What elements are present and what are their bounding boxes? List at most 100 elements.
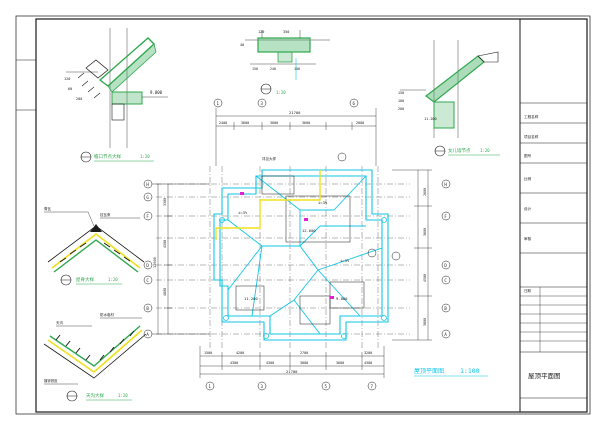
- detail1-scale: 1:20: [140, 154, 150, 159]
- tb-row-5: 审核: [524, 236, 532, 241]
- svg-text:檐口节点大样: 檐口节点大样: [94, 153, 121, 160]
- svg-text:150: 150: [398, 91, 404, 95]
- axis-bottom-0: 1: [209, 384, 212, 389]
- svg-text:350: 350: [283, 30, 289, 34]
- dim-right-seg-1: 3600: [423, 228, 427, 236]
- title-block: 工程名称 项目名称 图号 比例 设计 审核 日期 屋顶平面图: [519, 18, 588, 413]
- main-scale-label: 1:100: [460, 367, 480, 375]
- dim-bottom-sub-1: 4200: [236, 351, 244, 355]
- elev-label-0: 12.600: [302, 228, 316, 233]
- axis-left-6: B: [146, 306, 149, 311]
- svg-text:40: 40: [240, 43, 244, 47]
- svg-text:女儿墙节点: 女儿墙节点: [448, 147, 471, 154]
- detail5-scale: 1:20: [118, 393, 128, 398]
- dim-bottom-sub-3: 3200: [364, 351, 372, 355]
- axis-bottom-2: 3: [261, 384, 264, 389]
- gutter-line: [215, 170, 321, 240]
- svg-text:240: 240: [270, 67, 276, 71]
- svg-text:60: 60: [68, 87, 72, 91]
- detail3-scale: 1:20: [480, 148, 490, 153]
- svg-text:挂瓦条: 挂瓦条: [100, 212, 111, 217]
- tb-row-4: 设计: [524, 206, 532, 211]
- dim-top-seg-3: 3600: [302, 121, 310, 125]
- dim-left-seg-0: 3300: [163, 198, 167, 206]
- axis-right-5: C: [444, 278, 447, 283]
- dim-top-seg-2: 3000: [270, 121, 278, 125]
- tb-row-2: 图号: [524, 153, 532, 158]
- dim-right-seg-2: 4500: [423, 274, 427, 282]
- axis-right-6: B: [444, 306, 447, 311]
- detail2-scale: 1:20: [276, 90, 286, 95]
- dim-left-seg-2: 4800: [163, 288, 167, 296]
- axis-left-4: D: [146, 263, 149, 268]
- axis-bottom-4: 5: [325, 384, 328, 389]
- svg-text:防水卷材: 防水卷材: [100, 312, 114, 317]
- tb-row-0: 工程名称: [524, 114, 539, 119]
- tb-row-6: 日期: [524, 288, 531, 293]
- axis-left-7: A: [146, 332, 149, 337]
- outer-frame: [15, 15, 591, 415]
- svg-text:100: 100: [398, 99, 404, 103]
- axis-top-5: 6: [353, 101, 356, 106]
- axis-left-2: F: [146, 214, 149, 219]
- svg-text:11.200: 11.200: [424, 117, 437, 121]
- dim-bottom-seg-3: 3600: [336, 361, 344, 365]
- axis-left-0: H: [146, 182, 149, 187]
- roof-plan: i=3% i=3% i=3% 12.600 11.200 9.800 详见大样 …: [143, 98, 488, 391]
- axis-left-1: G: [146, 195, 149, 200]
- axis-right-4: D: [444, 263, 447, 268]
- elev-label-2: 9.800: [336, 296, 348, 301]
- tb-row-3: 比例: [524, 176, 532, 181]
- svg-text:脊瓦: 脊瓦: [44, 206, 51, 211]
- axis-right-2: F: [444, 214, 447, 219]
- dim-left-total: 12600: [153, 257, 157, 268]
- dim-top-seg-1: 3600: [241, 121, 249, 125]
- detail4-scale: 1:20: [108, 277, 118, 282]
- detail-eave-1: 120 60 200 9.800 檐口节点大样 1:20: [64, 28, 168, 163]
- dim-bottom-seg-4: 4300: [364, 361, 372, 365]
- svg-text:100: 100: [294, 67, 300, 71]
- svg-text:天沟: 天沟: [56, 320, 63, 325]
- detail-valley: 天沟 防水卷材 镀锌铁皮 天沟大样 1:20: [43, 312, 147, 402]
- dim-top-seg-0: 2400: [219, 121, 227, 125]
- svg-text:详见大样: 详见大样: [262, 156, 276, 161]
- dim-left-seg-1: 4500: [163, 240, 167, 248]
- axis-left-5: C: [146, 278, 149, 283]
- svg-text:200: 200: [398, 107, 404, 111]
- dim-right-seg-3: 3800: [423, 318, 427, 326]
- axis-right-0: H: [444, 182, 447, 187]
- slope-label-0: i=3%: [238, 210, 248, 215]
- slope-label-1: i=3%: [318, 200, 328, 205]
- svg-text:200: 200: [76, 97, 82, 101]
- elev-label-1: 11.200: [244, 296, 258, 301]
- drawing-title: 屋顶平面图: [528, 372, 561, 380]
- dim-bottom-sub-2: 2700: [300, 351, 308, 355]
- svg-text:镀锌铁皮: 镀锌铁皮: [44, 378, 58, 383]
- svg-text:屋脊大样: 屋脊大样: [76, 276, 94, 283]
- svg-text:120: 120: [64, 77, 70, 81]
- axis-top-2: 3: [261, 101, 264, 106]
- svg-text:屋顶平面图: 屋顶平面图: [414, 368, 444, 375]
- dim-right-seg-0: 2600: [423, 188, 427, 196]
- axis-right-7: A: [444, 332, 447, 337]
- dim-bottom-seg-1: 4300: [266, 361, 274, 365]
- dim-bottom-seg-2: 3000: [300, 361, 308, 365]
- dim-top-total: 21700: [289, 110, 301, 115]
- dim-top-seg-4: 2800: [356, 121, 364, 125]
- svg-text:150: 150: [252, 67, 258, 71]
- axis-bottom-6: 7: [371, 384, 374, 389]
- svg-text:120: 120: [258, 30, 264, 34]
- slope-label-2: i=3%: [340, 258, 350, 263]
- svg-text:天沟大样: 天沟大样: [86, 392, 104, 399]
- detail-gutter: 120 350 150 240 100 40 1:20: [240, 30, 330, 95]
- svg-text:9.800: 9.800: [150, 90, 163, 95]
- dim-bottom-seg-0: 4300: [230, 361, 238, 365]
- detail-ridge: 脊瓦 挂瓦条 屋脊大样 1:20: [44, 206, 145, 286]
- axis-top-0: 1: [217, 101, 220, 106]
- detail-parapet: 150 100 200 11.200 女儿墙节点 1:20: [398, 40, 500, 157]
- dim-bottom-total: 21700: [286, 369, 298, 374]
- tb-row-1: 项目名称: [524, 134, 539, 139]
- dim-bottom-sub-0: 1500: [204, 351, 212, 355]
